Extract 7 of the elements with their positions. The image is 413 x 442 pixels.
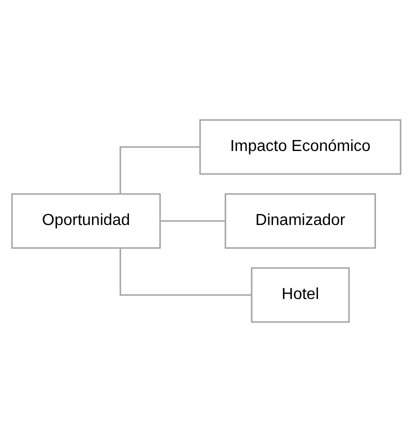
- connector: [120, 248, 252, 296]
- node-box: Impacto Económico: [200, 119, 402, 175]
- node-box: Hotel: [251, 267, 350, 323]
- connector: [160, 220, 226, 222]
- node-box: Oportunidad: [11, 193, 162, 249]
- node-box: Dinamizador: [224, 193, 376, 249]
- connector: [120, 146, 200, 194]
